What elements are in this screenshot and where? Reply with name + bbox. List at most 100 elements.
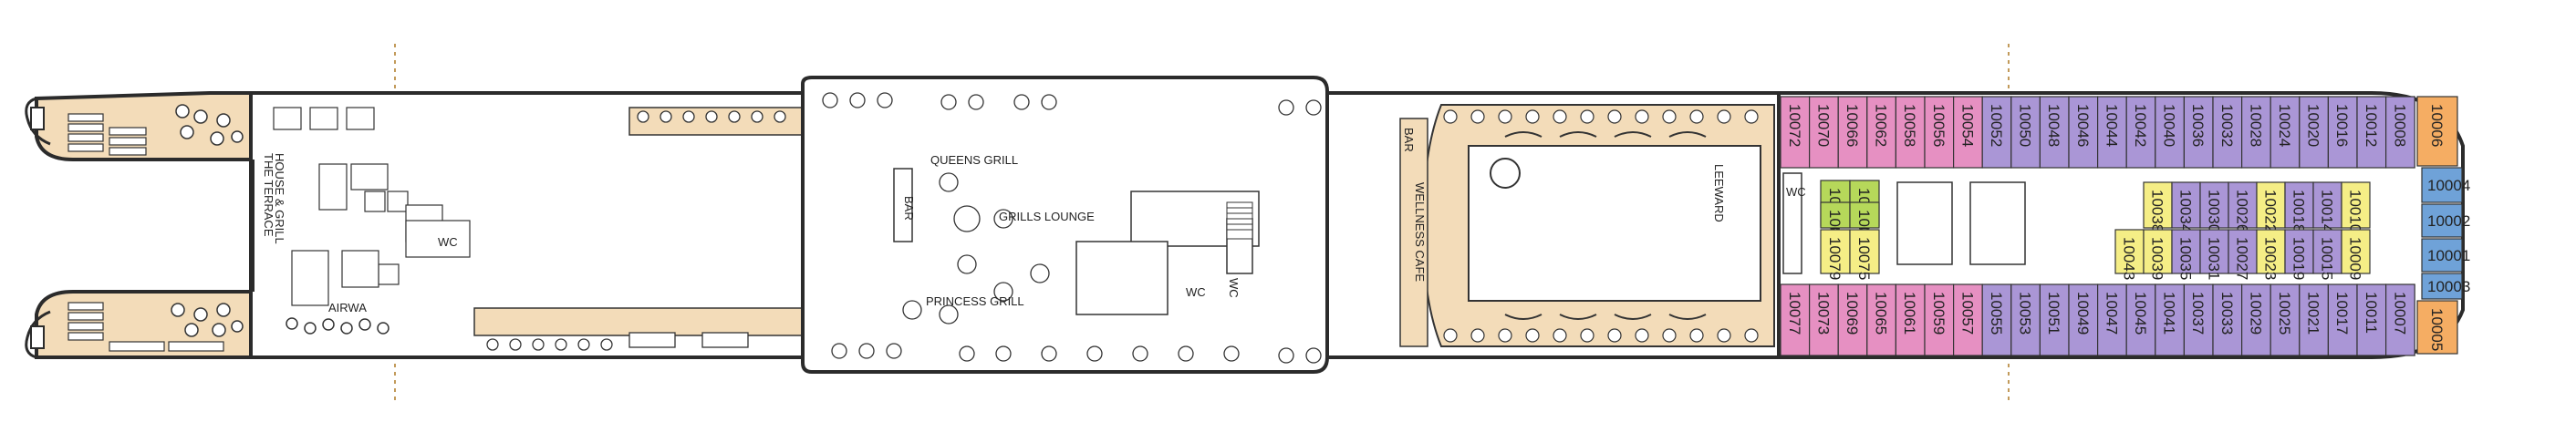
grill-stairs [1226, 201, 1253, 240]
cabin-number: 10070 [1814, 104, 1832, 147]
cabin-number: 10031 [2206, 237, 2223, 280]
cabin-10011[interactable]: 10011 [2356, 283, 2387, 356]
cabin-10069[interactable]: 10069 [1837, 283, 1868, 356]
cabin-10040[interactable]: 10040 [2155, 96, 2186, 169]
cabin-10014[interactable]: 10014 [2312, 181, 2342, 232]
cabin-10024[interactable]: 10024 [2270, 96, 2301, 169]
cabin-10025[interactable]: 10025 [2270, 283, 2301, 356]
cabin-10029[interactable]: 10029 [2241, 283, 2271, 356]
cabin-number: 10077 [1786, 292, 1803, 335]
cabin-10050[interactable]: 10050 [2010, 96, 2041, 169]
cabin-number: 10053 [2017, 292, 2034, 335]
cabin-number: 10044 [2103, 104, 2120, 147]
cabin-number: 10024 [2276, 104, 2293, 147]
cabin-10012[interactable]: 10012 [2356, 96, 2387, 169]
cabin-10030[interactable]: 10030 [2199, 181, 2229, 232]
cabin-10026[interactable]: 10026 [2228, 181, 2258, 232]
cabin-10049[interactable]: 10049 [2068, 283, 2099, 356]
cabin-10059[interactable]: 10059 [1924, 283, 1955, 356]
wellness-cafe-label: WELLNESS CAFE [1413, 182, 1427, 282]
cabin-10028[interactable]: 10028 [2241, 96, 2271, 169]
cabin-number: 10037 [2189, 292, 2207, 335]
cabin-10037[interactable]: 10037 [2183, 283, 2214, 356]
cabin-10007[interactable]: 10007 [2385, 283, 2415, 356]
cabin-number: 10032 [2218, 104, 2236, 147]
cabin-10036[interactable]: 10036 [2183, 96, 2214, 169]
midship-hull [473, 91, 805, 359]
cabin-10005[interactable]: 10005 [2416, 300, 2458, 355]
cabin-10003[interactable]: 10003 [2421, 273, 2470, 300]
cabin-10038[interactable]: 10038 [2143, 181, 2173, 232]
aft-tables [171, 104, 244, 337]
cabin-10027[interactable]: 10027 [2228, 229, 2258, 280]
leeward-label: LEEWARD [1712, 164, 1726, 222]
cabin-number: 10007 [2391, 292, 2408, 335]
cabin-number: 10005 [2428, 308, 2446, 351]
cabin-number: 10055 [1988, 292, 2005, 335]
cabin-10047[interactable]: 10047 [2097, 283, 2127, 356]
cabin-number: 10022 [2262, 190, 2280, 232]
cabin-10021[interactable]: 10021 [2299, 283, 2330, 356]
cabin-10032[interactable]: 10032 [2212, 96, 2243, 169]
cabin-10002[interactable]: 10002 [2421, 203, 2470, 238]
cabin-10033[interactable]: 10033 [2212, 283, 2243, 356]
cabin-10046[interactable]: 10046 [2068, 96, 2099, 169]
cabin-10017[interactable]: 10017 [2327, 283, 2358, 356]
cabin-10019[interactable]: 10019 [2284, 229, 2314, 280]
cabin-10065[interactable]: 10065 [1866, 283, 1897, 356]
cabin-10051[interactable]: 10051 [2039, 283, 2070, 356]
cabin-10043[interactable]: 10043 [2114, 229, 2145, 280]
cabin-10022[interactable]: 10022 [2256, 181, 2286, 232]
cabin-10023[interactable]: 10023 [2256, 229, 2286, 280]
cabin-number: 10046 [2074, 104, 2092, 147]
cabin-10054[interactable]: 10054 [1953, 96, 1983, 169]
terrace-sub-label: HOUSE & GRILL [273, 153, 286, 244]
cabin-10044[interactable]: 10044 [2097, 96, 2127, 169]
cabin-10057[interactable]: 10057 [1953, 283, 1983, 356]
cabin-number: 10042 [2132, 104, 2149, 147]
cabin-10062[interactable]: 10062 [1866, 96, 1897, 169]
cabin-10045[interactable]: 10045 [2125, 283, 2156, 356]
cabin-10031[interactable]: 10031 [2199, 229, 2229, 280]
cabin-10079[interactable]: 10079 [1820, 229, 1851, 280]
cabin-10039[interactable]: 10039 [2143, 229, 2173, 280]
cabin-10008[interactable]: 10008 [2385, 96, 2415, 169]
cabin-number: 10036 [2189, 104, 2207, 147]
cabin-10072[interactable]: 10072 [1780, 96, 1811, 169]
aft-interior: THE TERRACE HOUSE & GRILL WC AIRWA [249, 91, 499, 359]
cabin-10009[interactable]: 10009 [2341, 229, 2371, 280]
cabin-10061[interactable]: 10061 [1895, 283, 1926, 356]
cabin-10042[interactable]: 10042 [2125, 96, 2156, 169]
cabin-number: 10057 [1958, 292, 1976, 335]
cabin-10004[interactable]: 10004 [2421, 167, 2470, 203]
cabin-number: 10038 [2149, 190, 2166, 232]
cabin-10073[interactable]: 10073 [1808, 283, 1839, 356]
cabin-10066[interactable]: 10066 [1837, 96, 1868, 169]
cabin-10053[interactable]: 10053 [2010, 283, 2041, 356]
cabin-10052[interactable]: 10052 [1981, 96, 2012, 169]
cabin-10070[interactable]: 10070 [1808, 96, 1839, 169]
cabin-10048[interactable]: 10048 [2039, 96, 2070, 169]
cabin-10001[interactable]: 10001 [2421, 238, 2470, 273]
princess-grill-label: PRINCESS GRILL [926, 294, 1024, 308]
aft-pod-lower [30, 325, 45, 349]
cabin-10010[interactable]: 10010 [2341, 181, 2371, 232]
cabin-10006[interactable]: 10006 [2416, 96, 2458, 167]
cabin-10020[interactable]: 10020 [2299, 96, 2330, 169]
cabin-10041[interactable]: 10041 [2155, 283, 2186, 356]
cabin-10055[interactable]: 10055 [1981, 283, 2012, 356]
cabin-10035[interactable]: 10035 [2171, 229, 2201, 280]
cabin-number: 10079 [1826, 237, 1844, 280]
cabin-10015[interactable]: 10015 [2312, 229, 2342, 280]
cabin-10075[interactable]: 10075 [1849, 229, 1880, 280]
cabin-number: 10054 [1958, 104, 1976, 147]
cabin-10034[interactable]: 10034 [2171, 181, 2201, 232]
cabin-10058[interactable]: 10058 [1895, 96, 1926, 169]
cabin-10056[interactable]: 10056 [1924, 96, 1955, 169]
cabin-number: 10040 [2161, 104, 2178, 147]
cabin-10016[interactable]: 10016 [2327, 96, 2358, 169]
cabin-10018[interactable]: 10018 [2284, 181, 2314, 232]
cabin-10077[interactable]: 10077 [1780, 283, 1811, 356]
